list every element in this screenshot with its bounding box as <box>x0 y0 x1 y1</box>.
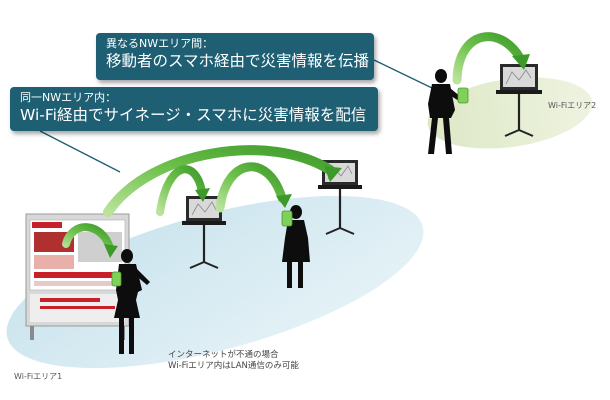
wifi-area-1-label: Wi-Fiエリア1 <box>14 372 63 381</box>
arrow-signage-to-phone <box>62 223 114 252</box>
callout-inter-area: 異なるNWエリア間： 移動者のスマホ経由で災害情報を伝播 <box>96 33 374 80</box>
walking-man-silhouette <box>428 69 462 154</box>
arrowheads <box>104 54 530 258</box>
callout-intra-area-title: 同一NWエリア内： <box>20 91 117 104</box>
callout-inter-area-text: 移動者のスマホ経由で災害情報を伝播 <box>106 52 370 70</box>
curved-arrows <box>62 32 525 252</box>
smartphone-1 <box>111 271 122 287</box>
laptop-stand-3 <box>496 64 542 137</box>
note-line-1: インターネットが不通の場合 <box>168 350 279 360</box>
callout-intra-leader <box>39 130 121 173</box>
callout-intra-area: 同一NWエリア内： Wi-Fi経由でサイネージ・スマホに災害情報を配信 <box>10 87 378 131</box>
wifi-area-2-label: Wi-Fiエリア2 <box>548 101 597 110</box>
arrow-signage-to-laptop-2 <box>103 145 335 217</box>
arrow-phone-to-laptop1 <box>156 165 206 216</box>
laptop-stand-1 <box>182 196 226 269</box>
wifi-area-2-ellipse <box>427 77 593 149</box>
woman-silhouette-2 <box>282 205 310 288</box>
arrow-laptop1-to-phone <box>215 162 287 213</box>
smartphone-2 <box>281 210 293 227</box>
internet-outage-note: インターネットが不通の場合 Wi-Fiエリア内はLAN通信のみ可能 <box>168 350 299 372</box>
callout-inter-area-title: 異なるNWエリア間： <box>106 37 214 50</box>
callout-intra-area-text: Wi-Fi経由でサイネージ・スマホに災害情報を配信 <box>20 106 367 124</box>
note-line-2: Wi-Fiエリア内はLAN通信のみ可能 <box>168 361 299 371</box>
callout-inter-leader <box>373 59 433 89</box>
arrow-phone-to-laptop3 <box>452 32 525 85</box>
smartphone-3 <box>457 87 469 104</box>
